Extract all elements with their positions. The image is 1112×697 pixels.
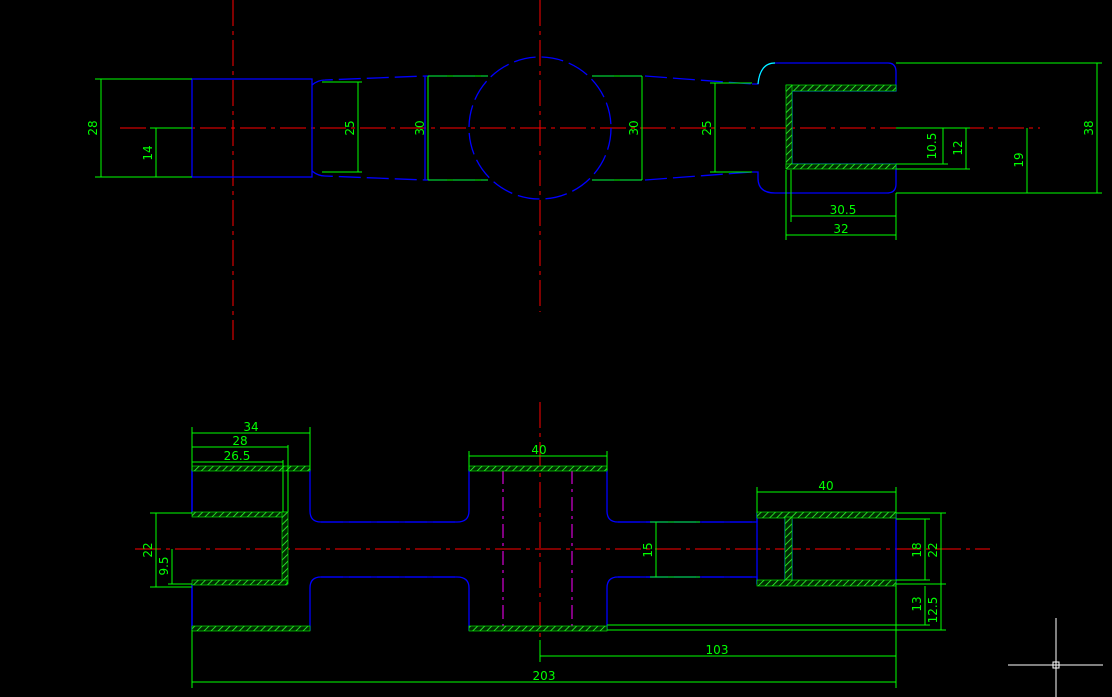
front-view: 34 28 26.5 40 40 22 9.5 15 18 22 13 12.5… [135, 402, 990, 688]
dim-front-40-right: 40 [818, 479, 833, 493]
top-hub-circle [468, 56, 612, 200]
top-fork-fillet [757, 62, 776, 85]
dim-front-22-left: 22 [141, 542, 155, 557]
top-right-neck-lower [644, 171, 753, 181]
dim-front-103: 103 [706, 643, 729, 657]
top-fork-hatch-upper [785, 84, 897, 92]
dim-top-19: 19 [1012, 152, 1026, 167]
dim-front-9-5: 9.5 [157, 556, 171, 575]
dim-top-12: 12 [951, 140, 965, 155]
dim-front-18: 18 [910, 542, 924, 557]
dim-top-30-5: 30.5 [830, 203, 857, 217]
front-hatch-right-bottom [756, 579, 897, 587]
front-hatch-hub-bottom [468, 625, 608, 632]
dim-top-28: 28 [86, 120, 100, 135]
dim-front-13: 13 [910, 596, 924, 611]
dim-front-12-5: 12.5 [926, 597, 940, 624]
dim-front-34: 34 [243, 420, 258, 434]
dim-top-25-left: 25 [343, 120, 357, 135]
front-hatch-left-top [191, 465, 311, 472]
top-left-neck-upper [311, 75, 426, 86]
dim-front-26-5: 26.5 [224, 449, 251, 463]
dim-front-203: 203 [533, 669, 556, 683]
front-hatch-left-bottom [191, 625, 311, 632]
top-fork-hatch-lower [785, 163, 897, 170]
top-view: 28 14 25 30 30 25 10.5 12 19 38 30.5 32 [86, 0, 1102, 340]
front-dimensions [150, 427, 946, 688]
dim-top-32: 32 [833, 222, 848, 236]
dim-top-14: 14 [141, 145, 155, 160]
dim-top-30-right: 30 [627, 120, 641, 135]
top-left-neck-lower [311, 170, 426, 181]
dim-top-38: 38 [1082, 120, 1096, 135]
dim-top-25-right: 25 [700, 120, 714, 135]
top-dimensions [95, 62, 1102, 240]
top-fork-hatch-left [785, 84, 793, 170]
front-hatch-right-top [756, 511, 897, 519]
dim-front-22-right: 22 [926, 542, 940, 557]
front-hatch-left-slot-back [281, 511, 289, 585]
dim-front-40-hub: 40 [531, 443, 546, 457]
crosshair-cursor-icon [1008, 618, 1103, 697]
front-hatch-hub-top [468, 465, 608, 472]
dim-front-15: 15 [641, 542, 655, 557]
front-hatch-right-web [784, 516, 793, 581]
dim-top-10-5: 10.5 [925, 133, 939, 160]
front-hatch-left-slot-top [191, 511, 288, 518]
dim-top-30-left: 30 [413, 120, 427, 135]
dim-front-28: 28 [232, 434, 247, 448]
front-hatch-left-slot-bottom [191, 579, 288, 586]
